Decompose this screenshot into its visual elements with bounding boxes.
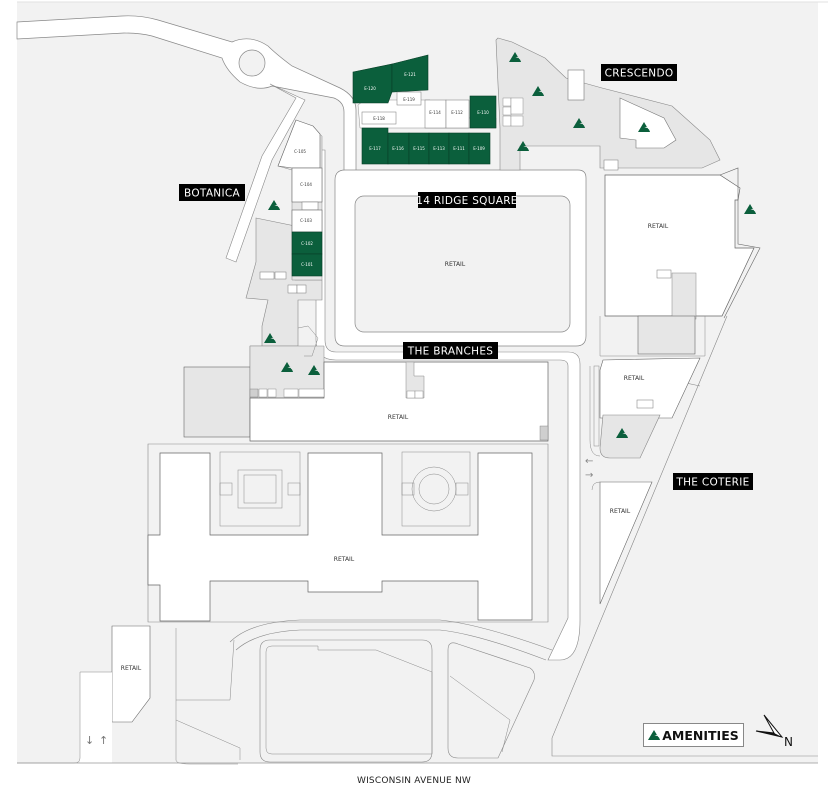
unit-label: C-104 xyxy=(300,182,312,187)
unit-label: E-114 xyxy=(429,110,441,115)
tag-botanica: BOTANICA xyxy=(179,184,245,201)
unit-label: E-121 xyxy=(404,72,416,77)
arrow-right-icon: → xyxy=(585,470,593,481)
roundabout xyxy=(238,49,266,77)
coterie-parcel xyxy=(548,316,818,763)
tag-coterie: THE COTERIE xyxy=(673,473,753,490)
legend-label: AMENITIES xyxy=(662,727,739,743)
unit-label: E-110 xyxy=(477,110,489,115)
arrow-left-icon: ← xyxy=(585,456,593,467)
amenities-legend[interactable]: AMENITIES xyxy=(643,723,744,747)
retail-label: RETAIL xyxy=(121,665,142,672)
crescendo-units xyxy=(352,54,524,165)
south-retail[interactable] xyxy=(147,452,533,622)
existing-building xyxy=(183,366,251,438)
retail-label: RETAIL xyxy=(624,375,645,382)
unit-label: C-101 xyxy=(301,262,313,267)
unit-label: E-112 xyxy=(451,110,463,115)
tag-crescendo: CRESCENDO xyxy=(601,64,677,81)
unit-label: E-111 xyxy=(453,146,465,151)
branches-retail[interactable] xyxy=(249,361,549,442)
tag-branches: THE BRANCHES xyxy=(403,342,498,359)
retail-label: RETAIL xyxy=(445,261,466,268)
retail-label: RETAIL xyxy=(610,508,631,515)
svg-text:BOTANICA: BOTANICA xyxy=(184,188,240,200)
unit-label: E-117 xyxy=(369,146,381,151)
retail-label: RETAIL xyxy=(648,223,669,230)
north-label: N xyxy=(784,735,793,749)
compass: N xyxy=(754,713,798,754)
unit-e-117[interactable] xyxy=(361,127,389,165)
retail-label: RETAIL xyxy=(388,414,409,421)
unit-label: E-120 xyxy=(364,86,376,91)
unit-e-120[interactable] xyxy=(352,63,393,104)
tag-ridge-square: 14 RIDGE SQUARE xyxy=(416,192,518,208)
unit-label: C-103 xyxy=(300,218,312,223)
unit-c-101[interactable] xyxy=(291,253,323,277)
arrow-down-icon: ↓ xyxy=(85,734,94,747)
svg-text:14 RIDGE SQUARE: 14 RIDGE SQUARE xyxy=(416,195,518,207)
svg-text:THE COTERIE: THE COTERIE xyxy=(675,477,749,489)
amenity-triangle-icon xyxy=(648,730,660,740)
svg-text:CRESCENDO: CRESCENDO xyxy=(605,68,674,80)
unit-e-110[interactable] xyxy=(469,95,497,129)
unit-label: E-109 xyxy=(473,146,485,151)
street-label: WISCONSIN AVENUE NW xyxy=(356,776,472,786)
svg-text:THE BRANCHES: THE BRANCHES xyxy=(407,346,494,358)
unit-label: E-118 xyxy=(373,116,385,121)
unit-label: E-113 xyxy=(433,146,445,151)
unit-label: C-105 xyxy=(294,149,306,154)
unit-e-121[interactable] xyxy=(391,54,429,93)
unit-label: E-116 xyxy=(392,146,404,151)
unit-label: C-102 xyxy=(301,241,313,246)
unit-e-109[interactable] xyxy=(468,132,491,165)
arrow-up-icon: ↑ xyxy=(99,734,108,747)
unit-label: E-115 xyxy=(413,146,425,151)
north-arrow-icon: N xyxy=(755,714,793,749)
unit-label: E-119 xyxy=(403,97,415,102)
retail-label: RETAIL xyxy=(334,556,355,563)
